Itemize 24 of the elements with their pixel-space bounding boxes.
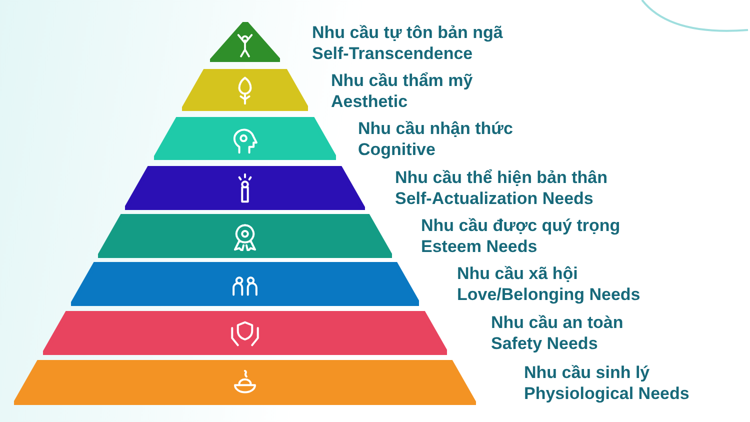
need-name: Nhu cầu nhận thức xyxy=(358,118,513,139)
need-name-english: Love/Belonging Needs xyxy=(457,284,640,305)
need-name: Nhu cầu thẩm mỹ xyxy=(331,70,473,91)
need-name-english: Cognitive xyxy=(358,139,436,160)
pyramid-tier xyxy=(70,262,420,306)
pyramid-tier xyxy=(210,22,280,62)
need-name-english: Aesthetic xyxy=(331,91,408,112)
need-name: Nhu cầu tự tôn bản ngã xyxy=(312,22,503,43)
need-name-english: Safety Needs xyxy=(491,333,598,354)
need-name-english: Physiological Needs xyxy=(524,383,690,404)
need-name: Nhu cầu sinh lý xyxy=(524,362,650,383)
need-name: Nhu cầu an toàn xyxy=(491,312,624,333)
need-name: Nhu cầu được quý trọng xyxy=(421,215,620,236)
pyramid-tier xyxy=(98,214,392,258)
need-name: Nhu cầu thể hiện bản thân xyxy=(395,167,608,188)
need-name-english: Esteem Needs xyxy=(421,236,538,257)
need-name-english: Self-Transcendence xyxy=(312,43,473,64)
need-name-english: Self-Actualization Needs xyxy=(395,188,594,209)
pyramid-tier xyxy=(125,166,365,210)
need-name: Nhu cầu xã hội xyxy=(457,263,578,284)
pyramid-tier xyxy=(14,360,476,405)
pyramid-tier xyxy=(182,69,308,111)
pyramid-tier xyxy=(42,311,448,355)
pyramid-tier xyxy=(154,117,336,160)
